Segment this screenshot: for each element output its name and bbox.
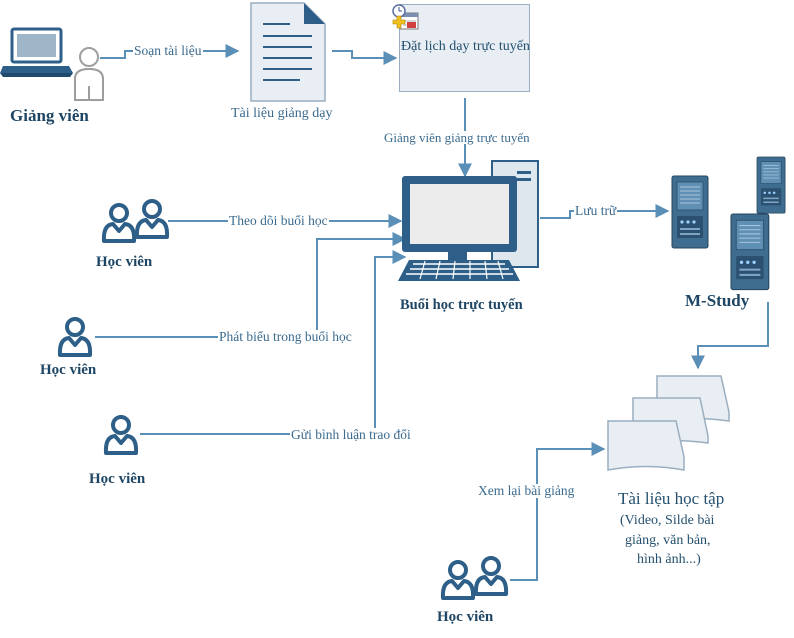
computer-icon — [398, 160, 539, 281]
learning-materials-detail-3: hình ảnh...) — [637, 552, 701, 567]
document-icon — [250, 2, 326, 102]
edge-label-store: Lưu trữ — [574, 203, 618, 218]
learning-materials-detail-2: giảng, văn bản, — [625, 533, 711, 548]
calendar-icon — [392, 4, 419, 30]
learning-materials-detail-1: (Video, Silde bài — [620, 513, 715, 528]
student-icon — [57, 317, 93, 357]
documents-stack-icon — [607, 375, 730, 471]
student-label: Học viên — [437, 609, 494, 625]
online-class-label: Buổi học trực tuyến — [400, 297, 523, 313]
student-label: Học viên — [96, 254, 153, 270]
student-group-icon — [440, 556, 509, 600]
edge-label-review: Xem lại bài giảng — [477, 483, 576, 498]
student-icon — [103, 415, 139, 455]
teacher-label: Giảng viên — [10, 106, 89, 125]
student-group-icon — [101, 199, 170, 243]
edge-label-follow: Theo dõi buổi học — [228, 213, 329, 228]
teaching-docs-label: Tài liệu giảng dạy — [231, 106, 333, 121]
edge-label-speak: Phát biểu trong buổi học — [218, 329, 353, 344]
teacher-icon — [74, 47, 104, 101]
teacher-laptop-icon — [0, 27, 73, 77]
server-icon — [671, 156, 786, 291]
edge-label-compose: Soạn tài liệu — [133, 43, 203, 58]
student-label: Học viên — [89, 471, 146, 487]
mstudy-label: M-Study — [685, 291, 750, 310]
schedule-box: Đặt lịch dạy trực tuyến — [392, 4, 530, 92]
edge-label-comment: Gửi bình luận trao đổi — [290, 427, 412, 442]
schedule-label: Đặt lịch dạy trực tuyến — [401, 39, 530, 54]
edge-label-teach-online: Giảng viên giảng trực tuyến — [383, 130, 531, 145]
student-label: Học viên — [40, 362, 97, 378]
learning-materials-label: Tài liệu học tập — [618, 489, 725, 508]
